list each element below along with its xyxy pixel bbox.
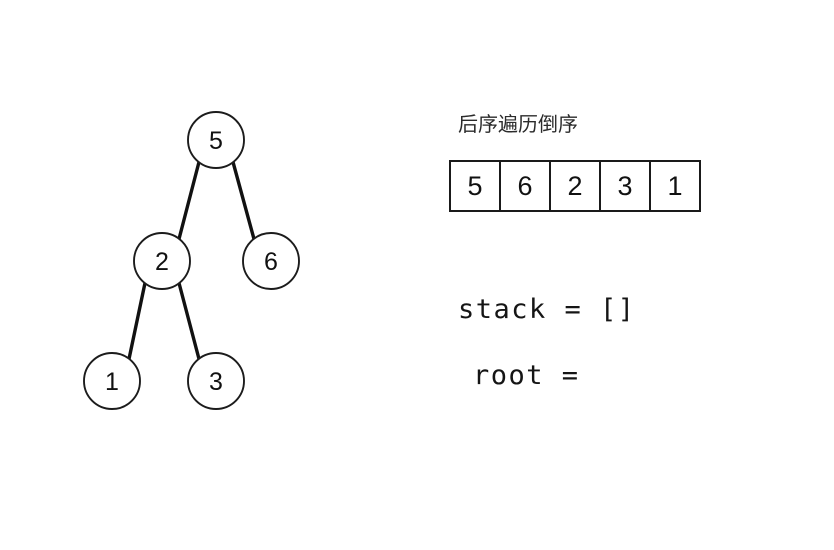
array-cell[interactable]: 3	[601, 162, 651, 212]
binary-tree-svg: 5 2 6 1 3	[83, 111, 300, 410]
tree-node-label: 6	[264, 248, 278, 276]
tree-node-1[interactable]: 1	[83, 352, 141, 410]
tree-node-circle[interactable]	[242, 232, 300, 290]
tree-edge-5-6	[231, 160, 256, 241]
tree-node-label: 2	[155, 248, 169, 276]
tree-edge-2-1	[127, 281, 147, 361]
traversal-array: 5 6 2 3 1	[449, 160, 701, 212]
tree-node-label: 5	[209, 127, 223, 155]
tree-node-5[interactable]: 5	[187, 111, 245, 169]
tree-node-label: 1	[105, 368, 119, 396]
tree-node-2[interactable]: 2	[133, 232, 191, 290]
tree-edge-2-3	[177, 281, 201, 361]
array-cell[interactable]: 6	[501, 162, 551, 212]
root-state-text: root =	[473, 360, 580, 391]
tree-node-circle[interactable]	[133, 232, 191, 290]
stack-state-text: stack = []	[458, 294, 636, 325]
tree-node-3[interactable]: 3	[187, 352, 245, 410]
binary-tree-panel: 5 2 6 1 3	[83, 111, 300, 410]
tree-node-6[interactable]: 6	[242, 232, 300, 290]
tree-node-label: 3	[209, 368, 223, 396]
tree-edges	[127, 160, 256, 361]
tree-edge-5-2	[177, 160, 201, 241]
array-caption-label: 后序遍历倒序	[458, 114, 578, 136]
tree-node-circle[interactable]	[187, 111, 245, 169]
array-cell[interactable]: 1	[651, 162, 701, 212]
array-cell[interactable]: 5	[451, 162, 501, 212]
traversal-state-panel: 后序遍历倒序 5 6 2 3 1 stack = [] root =	[440, 0, 834, 550]
array-cell[interactable]: 2	[551, 162, 601, 212]
tree-node-circle[interactable]	[83, 352, 141, 410]
tree-node-circle[interactable]	[187, 352, 245, 410]
